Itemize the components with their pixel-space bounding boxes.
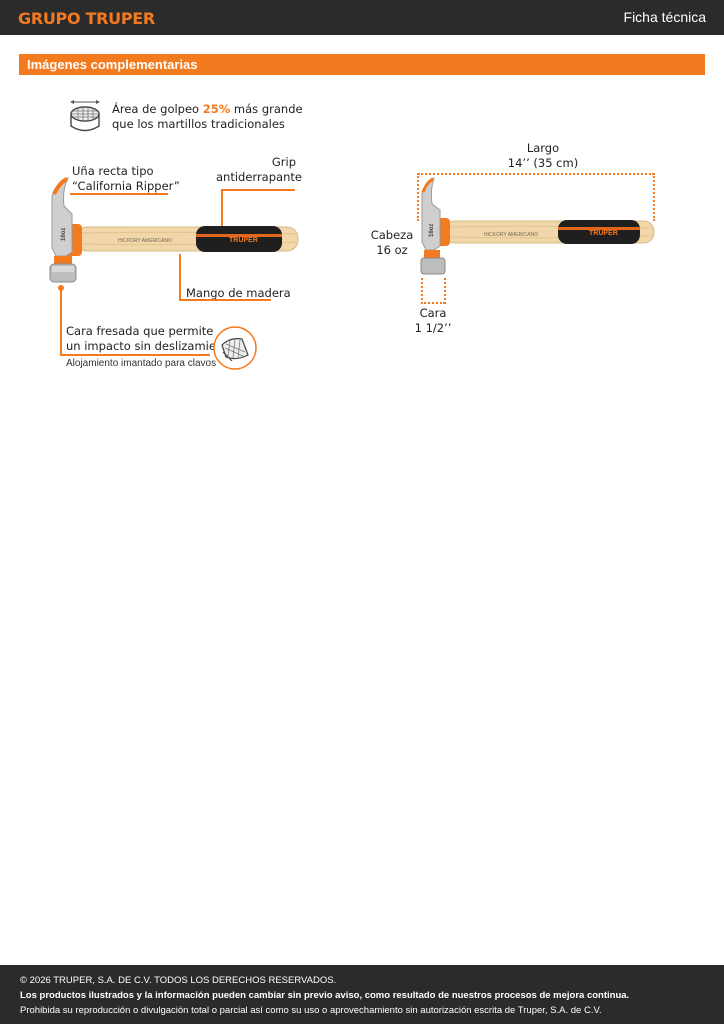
grip-label-line1: Grip bbox=[271, 155, 296, 169]
claw-label-line2: “California Ripper” bbox=[72, 179, 180, 193]
section-title: Imágenes complementarias bbox=[27, 57, 198, 72]
face-leader-dot bbox=[58, 285, 64, 291]
claw-label: Uña recta tipo “California Ripper” bbox=[72, 164, 180, 194]
head-weight-mark: 16oz bbox=[61, 228, 67, 241]
milled-face-icon bbox=[213, 326, 257, 370]
length-label-title: Largo bbox=[526, 141, 560, 155]
face-label-line1: Cara fresada que permite bbox=[66, 324, 214, 338]
length-inches: 14’’ bbox=[507, 156, 530, 170]
section-header: Imágenes complementarias bbox=[19, 54, 705, 75]
grip-brand-mark-side: TRUPER bbox=[589, 230, 618, 237]
face-size-value: 1 1/2’’ bbox=[414, 321, 452, 335]
length-dim-left bbox=[417, 173, 419, 221]
face-leader-v bbox=[60, 287, 62, 354]
head-label: Cabeza 16 oz bbox=[370, 228, 414, 258]
claw-leader-line bbox=[70, 193, 168, 195]
grip-leader-v bbox=[221, 189, 223, 227]
face-label: Cara fresada que permite un impacto sin … bbox=[66, 324, 235, 354]
face-dim-right bbox=[444, 278, 446, 304]
strike-area-percent: 25% bbox=[202, 102, 231, 116]
head-label-title: Cabeza bbox=[370, 228, 414, 242]
grip-leader-h bbox=[221, 189, 295, 191]
handle-imprint: HICKORY AMERICANO bbox=[118, 238, 172, 244]
face-dim-left bbox=[421, 278, 423, 304]
strike-area-text-end: más grande bbox=[230, 102, 303, 116]
length-dim-right bbox=[653, 173, 655, 221]
magnet-note: Alojamiento imantado para clavos bbox=[66, 358, 217, 369]
strike-area-text: Área de golpeo bbox=[112, 102, 203, 116]
handle-imprint-side: HICKORY AMERICANO bbox=[484, 232, 538, 238]
brand-logo: GRUPO TRUPER bbox=[18, 9, 155, 28]
footer: © 2026 TRUPER, S.A. DE C.V. TODOS LOS DE… bbox=[0, 965, 724, 1024]
handle-leader-h bbox=[179, 299, 271, 301]
strike-face-icon bbox=[70, 100, 100, 132]
length-cm: (35 cm) bbox=[529, 156, 579, 170]
header-bar: GRUPO TRUPER Ficha técnica bbox=[0, 0, 724, 35]
handle-label: Mango de madera bbox=[186, 286, 291, 300]
grip-label-line2: antiderrapante bbox=[216, 170, 302, 184]
face-label-line2: un impacto sin deslizamiento bbox=[66, 339, 235, 353]
face-size-label: Cara 1 1/2’’ bbox=[408, 306, 458, 336]
head-weight: 16 oz bbox=[376, 243, 408, 257]
strike-area-line2: que los martillos tradicionales bbox=[112, 117, 285, 131]
strike-area-note: Área de golpeo 25% más grande que los ma… bbox=[112, 102, 303, 132]
footer-prohibition: Prohibida su reproducción o divulgación … bbox=[20, 1005, 602, 1016]
grip-brand-mark: TRUPER bbox=[229, 237, 258, 244]
length-dimension-line bbox=[418, 173, 654, 175]
length-label: Largo 14’’ (35 cm) bbox=[480, 141, 606, 171]
footer-notice: Los productos ilustrados y la informació… bbox=[20, 990, 630, 1001]
hammer-feature-view: TRUPER HICKORY AMERICANO 16oz bbox=[49, 177, 299, 283]
face-size-title: Cara bbox=[419, 306, 447, 320]
handle-leader-v bbox=[179, 254, 181, 301]
footer-copyright: © 2026 TRUPER, S.A. DE C.V. TODOS LOS DE… bbox=[20, 975, 337, 986]
face-leader-h bbox=[60, 354, 210, 356]
face-dimension-line bbox=[421, 302, 445, 304]
head-weight-mark-side: 16oz bbox=[429, 224, 435, 237]
document-type: Ficha técnica bbox=[623, 9, 706, 25]
hammer-dimension-view: TRUPER HICKORY AMERICANO 16oz bbox=[420, 177, 655, 275]
claw-label-line1: Uña recta tipo bbox=[72, 164, 154, 178]
grip-label: Grip antiderrapante bbox=[216, 155, 302, 185]
